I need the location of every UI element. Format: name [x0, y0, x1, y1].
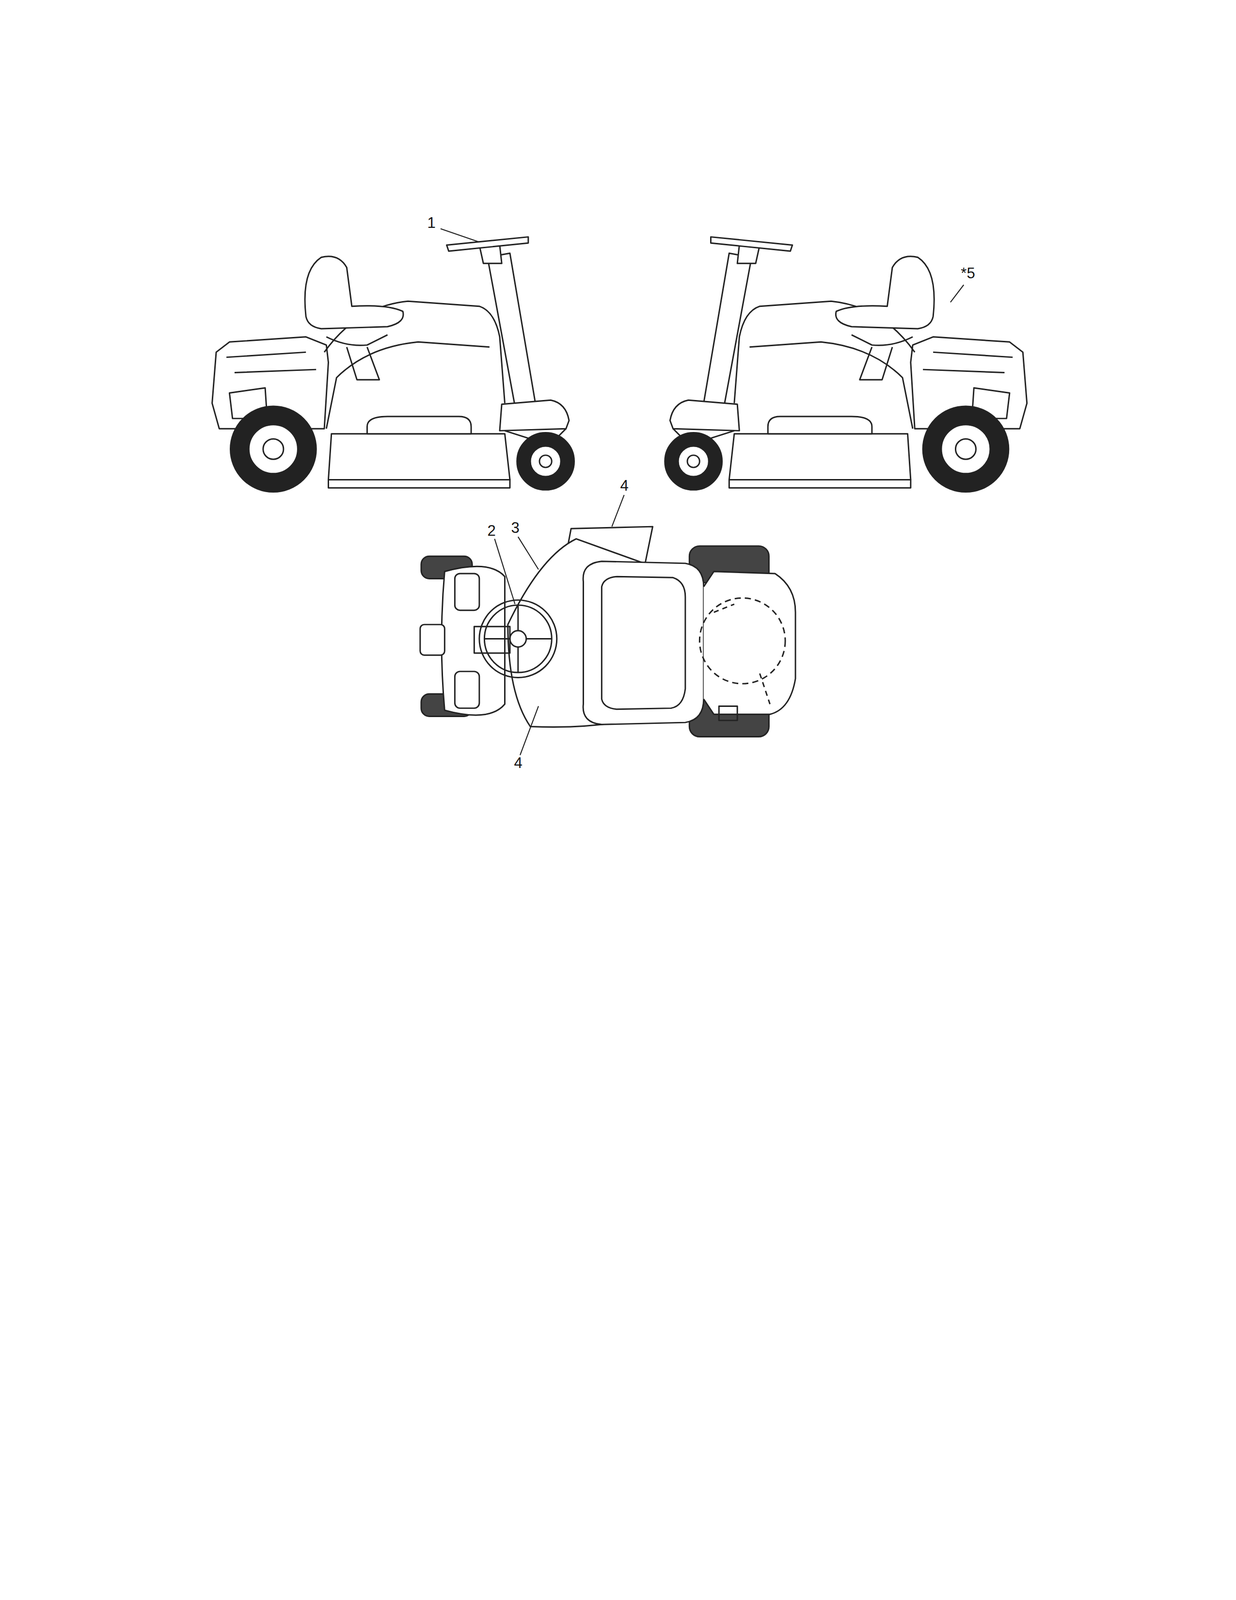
callout-number: 1 [427, 215, 436, 231]
callout-number: 3 [510, 520, 520, 536]
callout-number: *5 [960, 265, 975, 281]
callout-number: 4 [619, 477, 629, 493]
callout-number: 2 [487, 522, 496, 539]
callout-number: 4 [513, 755, 523, 771]
